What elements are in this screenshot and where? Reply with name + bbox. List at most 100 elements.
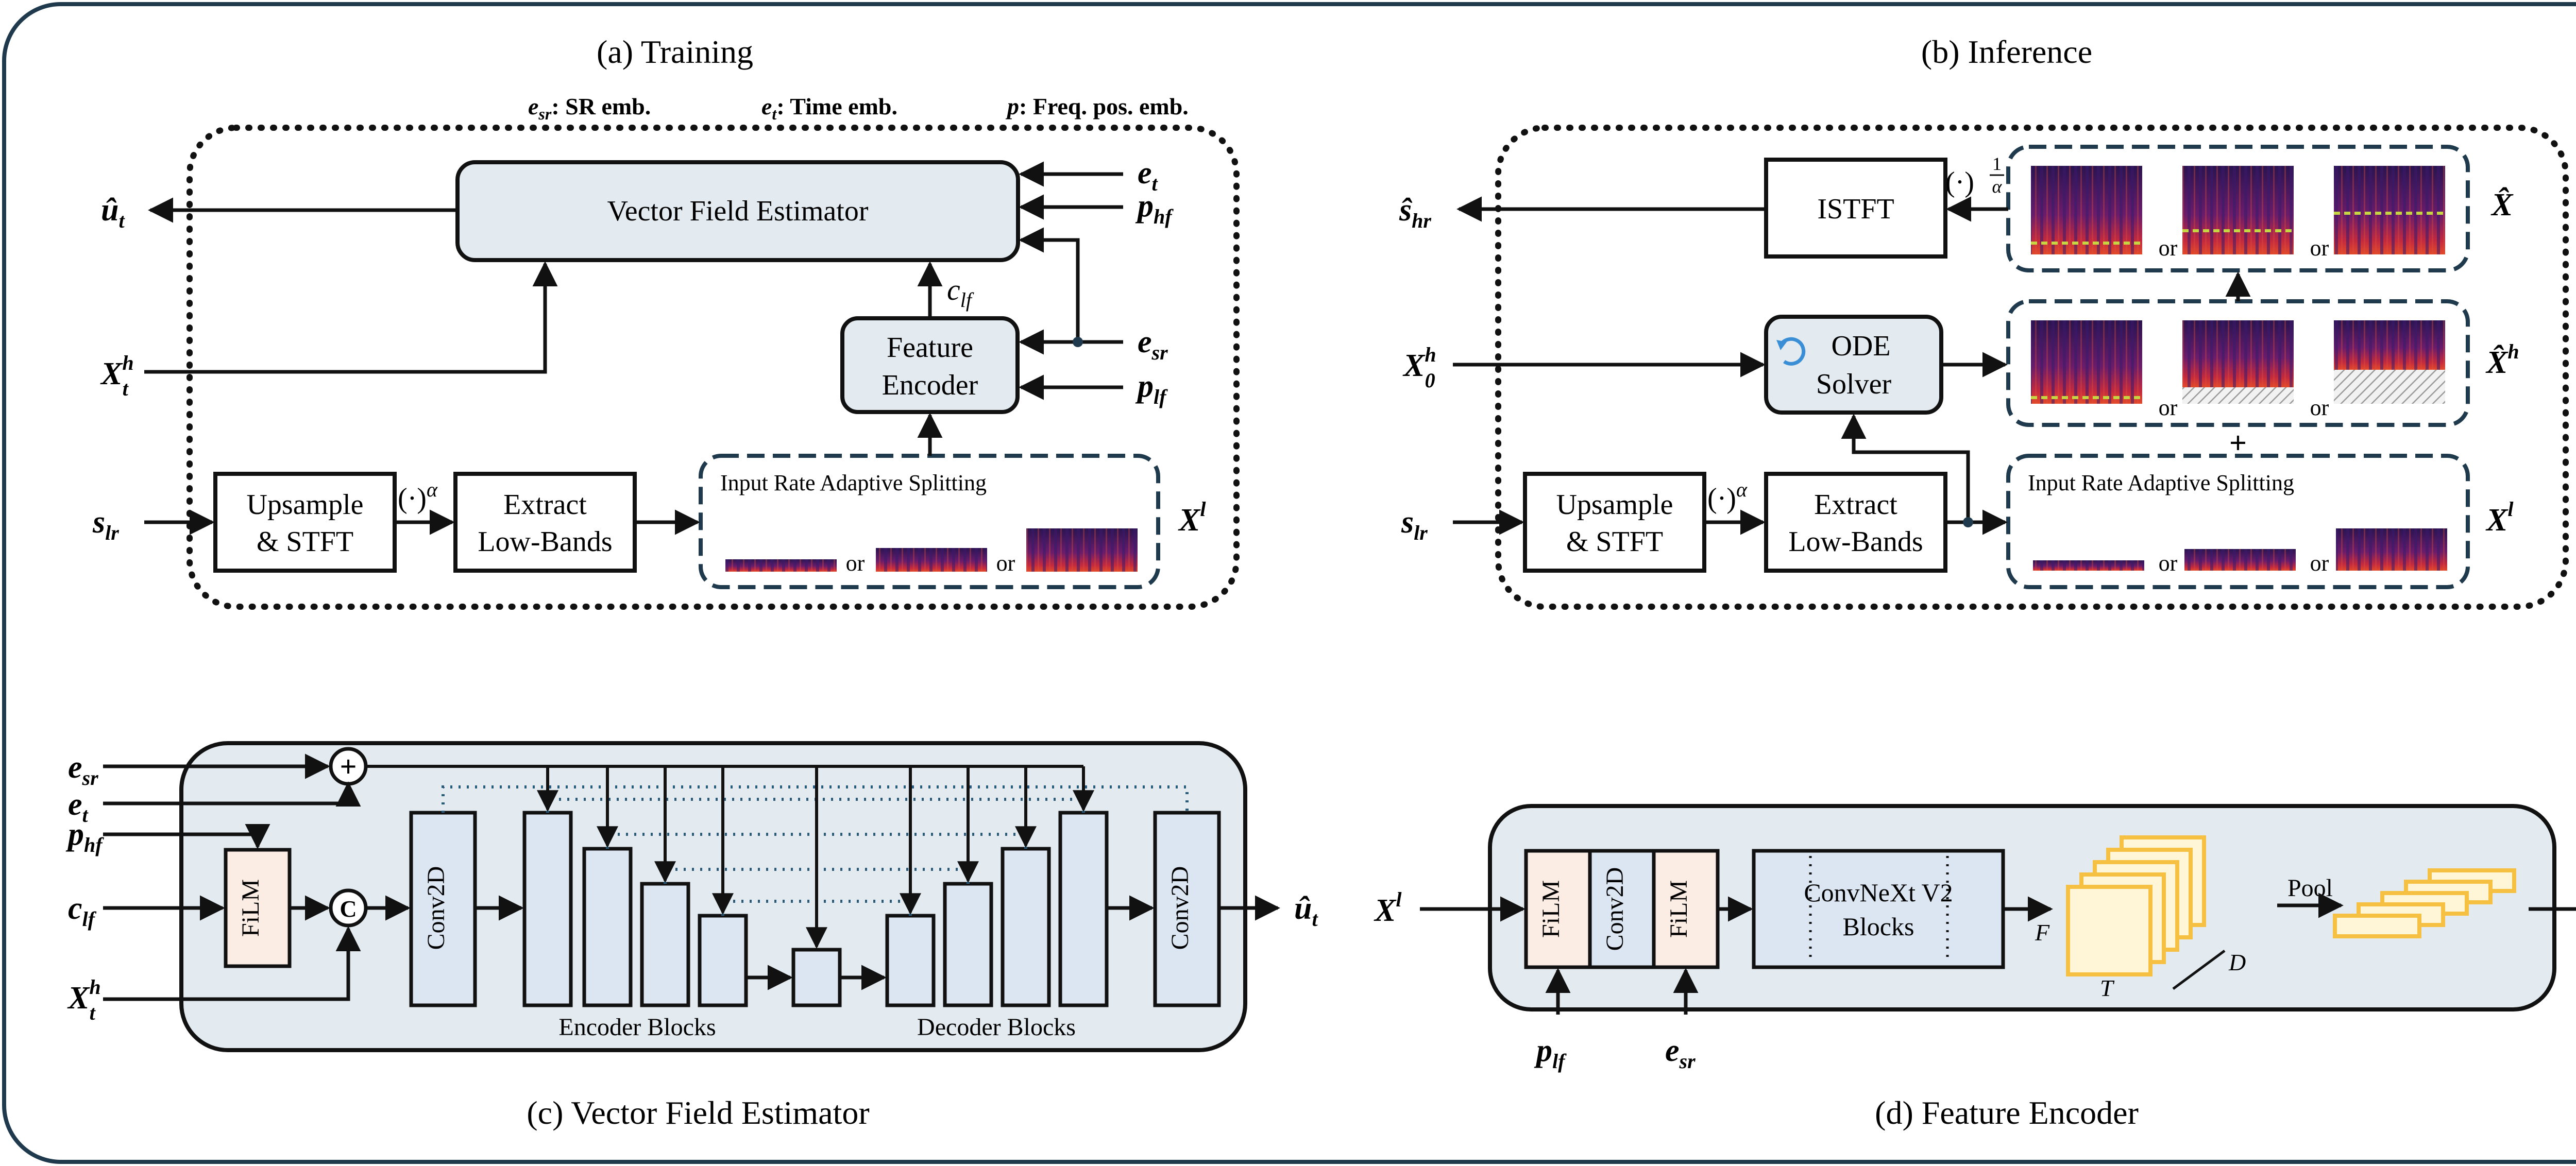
svg-text:esr: esr xyxy=(1665,1033,1696,1073)
enc-block-4 xyxy=(698,914,748,1007)
esr-label: esr xyxy=(1138,324,1168,364)
svg-text:ConvNeXt V2: ConvNeXt V2 xyxy=(1804,878,1953,907)
enc-block-2 xyxy=(582,847,633,1007)
inference-title: (b) Inference xyxy=(1921,33,2092,70)
svg-text:ût: ût xyxy=(1294,891,1318,931)
refresh-icon xyxy=(1776,337,1806,366)
dec-block-3 xyxy=(1001,847,1051,1007)
arrow-esr-vfe xyxy=(1019,227,1080,342)
svg-text:esr: esr xyxy=(68,750,98,790)
svg-text:Xh0: Xh0 xyxy=(1402,343,1436,392)
svg-text:FiLM: FiLM xyxy=(1537,880,1565,938)
svg-text:Conv2D: Conv2D xyxy=(1166,866,1194,950)
svg-text:& STFT: & STFT xyxy=(1566,526,1663,558)
svg-text:or: or xyxy=(2310,551,2329,576)
vfe-conv-in xyxy=(409,811,477,1007)
inf-upsample-box xyxy=(1523,472,1706,573)
svg-text:phf: phf xyxy=(65,817,104,856)
ode-label-2: Solver xyxy=(1816,368,1892,400)
svg-text:Input Rate Adaptive Splitting: Input Rate Adaptive Splitting xyxy=(2028,470,2294,495)
svg-text:slr: slr xyxy=(1401,505,1428,544)
power-label: (·)α xyxy=(398,478,438,515)
legend: esr: SR emb. et: Time emb. p: Freq. pos.… xyxy=(528,93,1189,123)
inf-splitting-box xyxy=(2006,454,2470,589)
ode-label-1: ODE xyxy=(1831,330,1890,362)
vfe-label: Vector Field Estimator xyxy=(607,195,868,227)
upsample-label-1: Upsample xyxy=(246,489,363,521)
fe-label-1: Feature xyxy=(887,332,973,364)
or-text-2: or xyxy=(996,551,1015,576)
svg-text:Pool: Pool xyxy=(2287,874,2333,902)
splitting-label: Input Rate Adaptive Splitting xyxy=(720,470,987,495)
or-text-1: or xyxy=(846,551,865,576)
training-panel: Vector Field Estimator Feature Encoder U… xyxy=(92,125,1240,610)
training-dotted-region xyxy=(187,125,1240,610)
inf-plus: + xyxy=(2229,426,2247,460)
inference-panel: ISTFT ODE Solver Upsample & STFT Extract… xyxy=(1399,125,2569,610)
svg-text:1: 1 xyxy=(1992,153,2002,174)
svg-text:Conv2D: Conv2D xyxy=(422,866,450,950)
svg-text:X̂: X̂ xyxy=(2490,187,2514,222)
svg-text:clf: clf xyxy=(68,891,97,931)
svg-text:or: or xyxy=(2310,395,2329,420)
svg-text:Blocks: Blocks xyxy=(1843,912,1914,941)
slr-label: slr xyxy=(92,505,119,544)
plf-label: plf xyxy=(1135,369,1168,408)
extract-label-1: Extract xyxy=(503,489,587,521)
inf-extract-box xyxy=(1764,472,1947,573)
fe-title: (d) Feature Encoder xyxy=(1875,1094,2139,1131)
svg-text:X̂h: X̂h xyxy=(2485,340,2519,380)
svg-text:or: or xyxy=(2159,551,2178,576)
u-hat-label: ût xyxy=(101,193,125,232)
enc-block-3 xyxy=(640,882,690,1007)
svg-text:Upsample: Upsample xyxy=(1556,489,1673,521)
fe-label-2: Encoder xyxy=(882,369,978,401)
encoder-label: Encoder Blocks xyxy=(558,1014,716,1041)
svg-text:ŝhr: ŝhr xyxy=(1399,193,1431,232)
inference-dotted-region xyxy=(1495,125,2569,610)
svg-text:Xht: Xht xyxy=(67,975,101,1024)
dec-block-1 xyxy=(885,914,936,1007)
dec-block-2 xyxy=(943,882,993,1007)
svg-text:C: C xyxy=(340,896,357,922)
phf-label: phf xyxy=(1135,188,1174,228)
svg-text:+: + xyxy=(340,750,357,783)
svg-text:Extract: Extract xyxy=(1814,489,1897,521)
svg-text:D: D xyxy=(2228,949,2246,975)
svg-text:et: et xyxy=(68,787,89,827)
svg-text:FiLM: FiLM xyxy=(1665,880,1692,938)
pooled-maps xyxy=(2333,868,2516,938)
svg-text:or: or xyxy=(2159,235,2178,261)
legend-et: et: Time emb. xyxy=(761,93,897,123)
fe-conv xyxy=(1588,849,1656,969)
vfe-panel: FiLM + C Conv2D Conv2D Encoder Blocks De… xyxy=(65,741,1318,1052)
svg-text:or: or xyxy=(2310,235,2329,261)
vfe-title: (c) Vector Field Estimator xyxy=(527,1094,869,1131)
clf-label: clf xyxy=(947,273,974,312)
dec-block-4 xyxy=(1058,811,1109,1007)
istft-box xyxy=(1764,158,1947,259)
extract-box xyxy=(453,472,637,573)
svg-text:plf: plf xyxy=(1534,1033,1567,1073)
svg-text:Conv2D: Conv2D xyxy=(1601,867,1629,951)
vfe-film xyxy=(224,848,292,968)
svg-text:Xl: Xl xyxy=(1374,888,1402,928)
junction-esr xyxy=(1073,337,1083,347)
svg-text:α: α xyxy=(1992,176,2003,197)
inf-inv-power-label: (·) xyxy=(1945,166,1974,198)
fe-panel: FiLM Conv2D FiLM ConvNeXt V2 Blocks F T … xyxy=(1374,804,2576,1073)
legend-p: p: Freq. pos. emb. xyxy=(1005,93,1189,119)
istft-label: ISTFT xyxy=(1817,193,1894,225)
svg-text:or: or xyxy=(2159,395,2178,420)
bottleneck-block xyxy=(791,948,842,1007)
enc-block-1 xyxy=(522,811,573,1007)
upsample-label-2: & STFT xyxy=(257,526,353,558)
svg-text:T: T xyxy=(2100,975,2115,1001)
inf-power-label: (·)α xyxy=(1707,478,1748,515)
arrow-xt-vfe xyxy=(144,261,558,374)
svg-text:Low-Bands: Low-Bands xyxy=(1788,526,1923,558)
xl-label: Xl xyxy=(1178,498,1206,538)
training-title: (a) Training xyxy=(597,33,753,70)
